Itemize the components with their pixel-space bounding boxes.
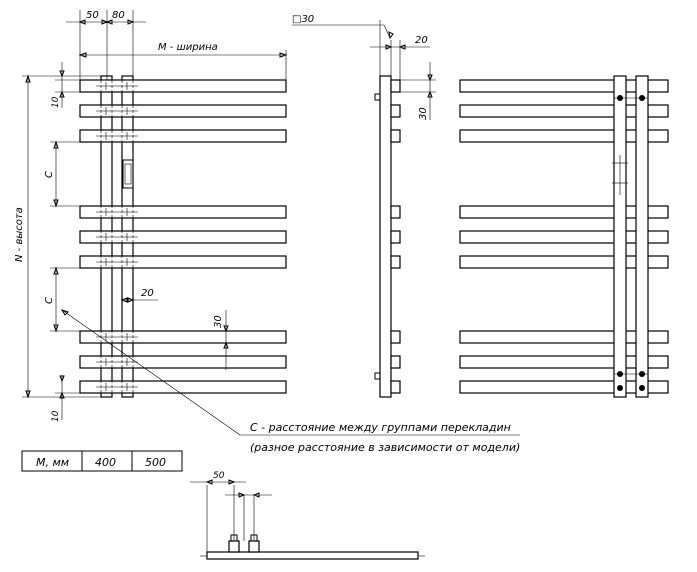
connector-box [122,159,134,189]
crossbar [79,129,287,143]
side-dim-20: 20 [415,35,428,46]
crossbar [79,205,287,219]
table-header: M, мм [36,456,69,469]
side-view: □30 20 30 [292,14,436,398]
table-value-400: 400 [95,456,116,469]
crossbar [79,330,287,344]
side-square-30: □30 [292,14,314,25]
dim-10-top: 10 [51,96,61,108]
side-dim-30: 30 [418,107,429,120]
dim-20-front: 20 [141,288,154,299]
size-table: M, мм 400 500 [21,450,183,472]
back-left-rail [613,75,627,398]
width-label: M - ширина [158,42,218,53]
height-label: N - высота [14,207,25,262]
table-value-500: 500 [145,456,166,469]
side-rail [379,75,392,398]
dim-10-bottom: 10 [51,410,61,422]
crossbar [79,255,287,269]
crossbar [79,380,287,394]
back-right-rail [635,75,649,398]
bottom-view: 50 [190,471,425,560]
back-view [459,75,669,398]
c-label-2: C [44,297,55,304]
crossbar [79,79,287,93]
note: C - расстояние между группами перекладин… [250,421,520,454]
front-view: 50 80 M - ширина N - высота 10 C C [14,10,520,436]
dim-50-top: 50 [86,10,99,21]
mounting-bolts [612,95,648,391]
dim-80-top: 80 [112,10,125,21]
dim-30-front: 30 [213,315,224,328]
crossbar [79,104,287,118]
note-line-2: (разное расстояние в зависимости от моде… [250,441,520,454]
c-label-1: C [44,171,55,178]
crossbar [79,230,287,244]
bottom-dim-50: 50 [213,471,225,481]
note-line-1: C - расстояние между группами перекладин [250,421,511,434]
